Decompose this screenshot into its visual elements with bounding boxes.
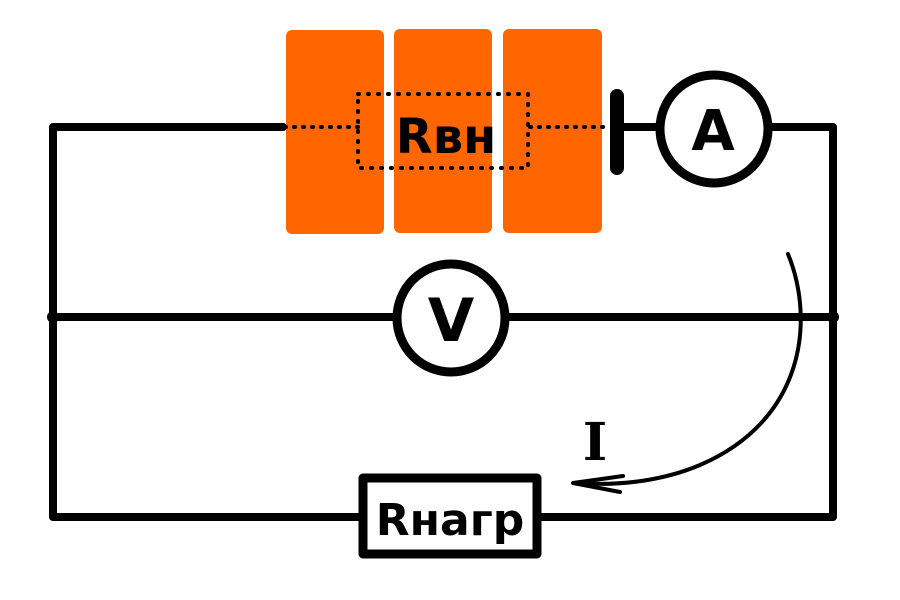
internal-resistance-label: Rвн: [396, 109, 497, 165]
battery-cell-1: [286, 30, 384, 234]
battery-cell-2: [394, 29, 492, 233]
current-arrow: [573, 252, 803, 486]
voltmeter: [392, 259, 510, 377]
voltmeter-label: V: [428, 286, 475, 356]
ammeter: [655, 70, 773, 188]
current-label: I: [583, 412, 607, 473]
junction-right: [827, 311, 839, 323]
internal-resistance-box: [356, 92, 530, 170]
load-resistor: [358, 473, 542, 559]
current-arrowhead: [571, 474, 625, 494]
battery-cell-3: [503, 29, 602, 233]
ammeter-label: A: [691, 99, 735, 164]
load-resistor-label: Rнагр: [376, 495, 524, 546]
battery-cells: [286, 29, 602, 234]
junction-left: [47, 311, 59, 323]
